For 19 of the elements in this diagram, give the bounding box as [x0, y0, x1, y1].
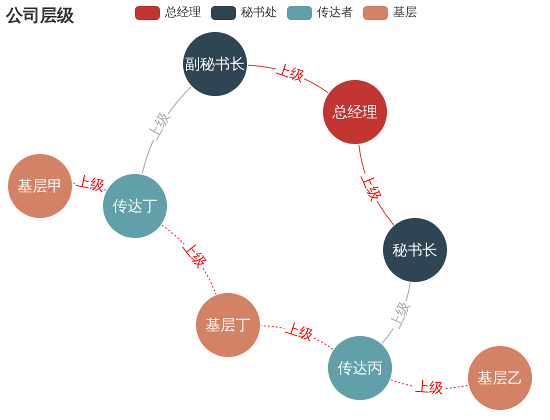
edge-label: 上级: [282, 320, 316, 344]
edge-label: 上级: [74, 174, 106, 195]
node-label: 基层丁: [206, 316, 250, 334]
node-label: 秘书长: [392, 240, 438, 260]
legend-label: 基层: [393, 4, 417, 21]
node-label: 基层甲: [18, 176, 62, 196]
edge-label: 上级: [388, 298, 414, 332]
legend-label: 秘书处: [241, 4, 277, 21]
node-label: 传达丙: [338, 358, 382, 378]
legend-label: 传达者: [317, 4, 353, 21]
node-label: 传达丁: [112, 196, 158, 216]
diagram-title: 公司层级: [6, 5, 74, 27]
edge-label: 上级: [357, 170, 384, 204]
node-label: 副秘书长: [185, 54, 245, 74]
legend-label: 总经理: [165, 4, 201, 21]
node-label: 总经理: [332, 102, 378, 122]
edge-label: 上级: [274, 61, 307, 85]
node-label: 基层乙: [478, 368, 522, 388]
edge-label: 上级: [413, 380, 444, 397]
